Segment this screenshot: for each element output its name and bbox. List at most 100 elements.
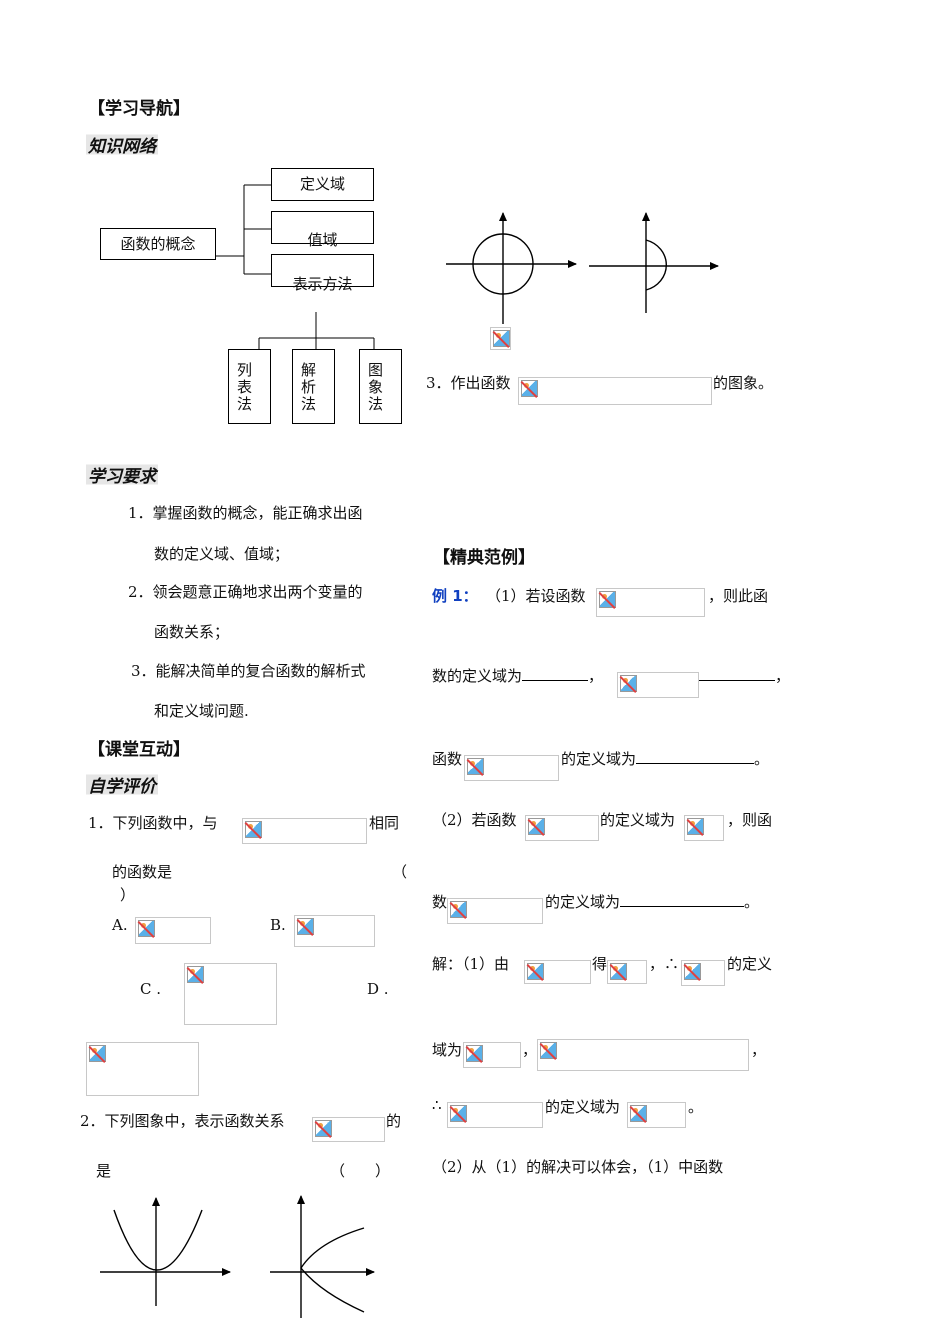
q1-text-b: 相同	[369, 814, 400, 832]
broken-image-icon	[493, 330, 510, 347]
sol2-formula-1	[463, 1042, 521, 1068]
req-line-6: 和定义域问题.	[154, 702, 249, 720]
q1-paren-close: ）	[120, 886, 136, 904]
interaction-heading: 【课堂互动】	[88, 740, 190, 760]
broken-image-icon	[187, 966, 204, 983]
sol-formula-3	[681, 960, 725, 986]
req-line-3: 2．领会题意正确地求出两个变量的	[128, 583, 363, 601]
sol-text-c: ，∴	[649, 955, 680, 973]
sol-text-b: 得	[592, 955, 608, 973]
option-c-image	[184, 963, 277, 1025]
sol-text-d: 的定义	[727, 955, 773, 973]
broken-image-icon	[138, 920, 155, 937]
concept-box: 函数的概念	[100, 228, 216, 260]
q2-text-a: 2．下列图象中，表示函数关系	[80, 1112, 285, 1130]
sol-formula-1	[524, 960, 591, 984]
ex1-line-5: 的定义域为。	[545, 893, 760, 911]
option-a-label: A.	[112, 916, 128, 934]
sol2-text-c: ，	[751, 1041, 767, 1059]
examples-heading: 【精典范例】	[433, 548, 535, 568]
broken-image-icon	[450, 1105, 467, 1122]
ex1-text-l4c: ，则函	[727, 811, 773, 829]
method-analytic: 解析法	[292, 349, 335, 424]
q2-formula-image	[312, 1117, 385, 1142]
ex1-formula-3	[464, 755, 559, 781]
method-list: 列表法	[228, 349, 271, 424]
broken-image-icon	[466, 1045, 483, 1062]
broken-image-icon	[599, 591, 616, 608]
ex1-formula-2	[617, 672, 699, 698]
ex1-text-a: （1）若设函数	[486, 587, 586, 605]
q3-text-b: 的图象。	[713, 374, 774, 392]
option-d-label: D .	[367, 980, 389, 998]
broken-image-icon	[297, 918, 314, 935]
self-eval-title: 自学评价	[86, 772, 158, 797]
broken-image-icon	[620, 675, 637, 692]
broken-image-icon	[687, 818, 704, 835]
q2-paren: （ ）	[330, 1162, 391, 1180]
sol2-formula-2	[537, 1039, 749, 1071]
sol3-text-b: 的定义域为	[545, 1098, 621, 1116]
broken-image-icon	[89, 1045, 106, 1062]
sol-text-a: 解：（1）由	[432, 955, 510, 973]
ex1-formula-1	[596, 588, 705, 617]
option-b-label: B.	[270, 916, 286, 934]
broken-image-icon	[450, 901, 467, 918]
option-d-image	[86, 1042, 199, 1096]
broken-image-icon	[467, 758, 484, 775]
branch-range: 值域	[271, 211, 374, 249]
option-c-label: C .	[140, 980, 162, 998]
q1-text-c: 的函数是	[112, 863, 173, 881]
req-line-5: 3．能解决简单的复合函数的解析式	[131, 662, 366, 680]
broken-image-icon	[540, 1042, 557, 1059]
req-line-2: 数的定义域、值域；	[154, 545, 290, 563]
req-line-1: 1．掌握函数的概念，能正确求出函	[128, 504, 363, 522]
ex1-text-b: ，则此函	[708, 587, 769, 605]
broken-image-icon	[527, 963, 544, 980]
q1-paren-open: （	[392, 863, 408, 881]
sol3-formula-1	[447, 1102, 543, 1128]
ex1-formula-4	[525, 815, 599, 841]
sol4-text: （2）从（1）的解决可以体会，（1）中函数	[432, 1158, 724, 1176]
option-b-image	[294, 915, 375, 947]
option-a-image	[135, 917, 211, 944]
ex1-formula-6	[447, 898, 543, 924]
broken-image-icon	[610, 963, 627, 980]
q2-text-c: 是	[96, 1162, 112, 1180]
q1-formula-image	[242, 818, 367, 844]
broken-image-icon	[521, 380, 538, 397]
q3-text-a: 3．作出函数	[426, 374, 511, 392]
q1-text-a: 1．下列函数中，与	[88, 814, 218, 832]
sol2-text-b: ，	[522, 1041, 538, 1059]
sol2-text-a: 域为	[432, 1041, 463, 1059]
sol3-text-a: ∴	[432, 1096, 442, 1114]
graph-image	[490, 327, 511, 350]
requirements-title: 学习要求	[86, 462, 158, 487]
broken-image-icon	[630, 1105, 647, 1122]
network-title: 知识网络	[86, 132, 158, 157]
ex1-text-l5a: 数	[432, 893, 448, 911]
ex1-formula-5	[684, 815, 724, 841]
ex1-line-2-end: ，	[699, 665, 790, 686]
broken-image-icon	[245, 821, 262, 838]
ex1-line-3: 的定义域为。	[561, 750, 770, 768]
ex1-text-l4b: 的定义域为	[600, 811, 676, 829]
concept-tree-lines	[216, 184, 375, 350]
ex1-text-l3a: 函数	[432, 750, 463, 768]
broken-image-icon	[315, 1120, 332, 1137]
sol3-formula-2	[627, 1102, 686, 1128]
broken-image-icon	[528, 818, 545, 835]
example-1-line-1: 例 1：	[432, 587, 478, 605]
req-line-4: 函数关系；	[154, 623, 230, 641]
branch-domain: 定义域	[271, 168, 374, 201]
ex1-line-2: 数的定义域为，	[432, 667, 604, 685]
nav-heading: 【学习导航】	[88, 99, 190, 119]
q3-formula-image	[518, 377, 712, 405]
method-graph: 图象法	[359, 349, 402, 424]
ex1-text-l4a: （2）若函数	[432, 811, 517, 829]
q2-text-b: 的	[386, 1112, 402, 1130]
sol3-text-c: 。	[688, 1098, 704, 1116]
broken-image-icon	[684, 963, 701, 980]
sol-formula-2	[607, 960, 647, 984]
